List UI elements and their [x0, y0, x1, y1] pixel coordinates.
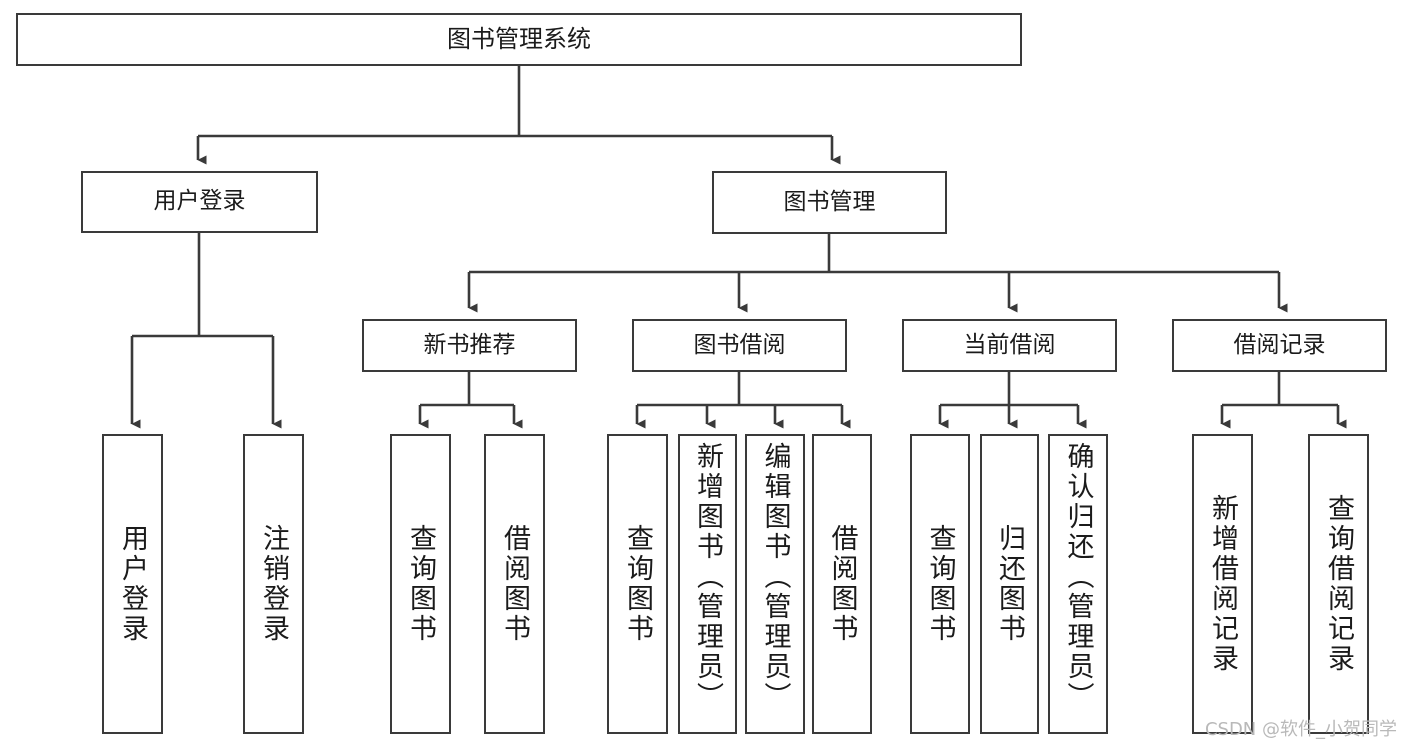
node-leaf-user-logout[interactable]: 注销登录	[243, 434, 304, 734]
node-leaf-return-book[interactable]: 归还图书	[980, 434, 1039, 734]
node-borrow-record[interactable]: 借阅记录	[1172, 319, 1387, 372]
node-leaf-query-book-borrow[interactable]: 查询图书	[607, 434, 668, 734]
node-label: 确认归还（管理员）	[1062, 442, 1094, 712]
node-label: 查询图书	[622, 524, 653, 644]
node-label: 借阅图书	[826, 524, 858, 644]
node-label: 用户登录	[153, 188, 246, 215]
node-leaf-add-record[interactable]: 新增借阅记录	[1192, 434, 1253, 734]
node-label: 借阅记录	[1233, 331, 1326, 358]
node-root-system[interactable]: 图书管理系统	[16, 13, 1022, 66]
node-label: 用户登录	[117, 524, 148, 644]
node-label: 借阅图书	[499, 524, 530, 644]
node-label: 新增借阅记录	[1207, 494, 1238, 674]
node-new-book-recommend[interactable]: 新书推荐	[362, 319, 577, 372]
node-leaf-user-login[interactable]: 用户登录	[102, 434, 163, 734]
node-label: 查询借阅记录	[1323, 494, 1354, 674]
node-label: 图书借阅	[693, 331, 786, 358]
node-book-manage[interactable]: 图书管理	[712, 171, 947, 234]
node-label: 新增图书（管理员）	[692, 442, 723, 712]
node-label: 图书管理	[783, 188, 876, 215]
node-label: 编辑图书（管理员）	[759, 442, 791, 712]
watermark-text: CSDN @软件_小贺同学	[1204, 719, 1397, 740]
node-leaf-borrow-book-recommend[interactable]: 借阅图书	[484, 434, 545, 734]
node-leaf-query-record[interactable]: 查询借阅记录	[1308, 434, 1369, 734]
node-leaf-borrow-book[interactable]: 借阅图书	[812, 434, 872, 734]
node-leaf-query-book-current[interactable]: 查询图书	[910, 434, 970, 734]
node-label: 归还图书	[994, 524, 1025, 644]
node-current-borrow[interactable]: 当前借阅	[902, 319, 1117, 372]
node-leaf-confirm-return[interactable]: 确认归还（管理员）	[1048, 434, 1108, 734]
node-label: 注销登录	[258, 524, 289, 644]
node-leaf-query-book-recommend[interactable]: 查询图书	[390, 434, 451, 734]
node-label: 新书推荐	[423, 331, 516, 358]
node-label: 查询图书	[924, 524, 956, 644]
node-leaf-add-book[interactable]: 新增图书（管理员）	[678, 434, 737, 734]
node-label: 当前借阅	[963, 331, 1056, 358]
node-label: 图书管理系统	[447, 25, 591, 54]
node-user-login[interactable]: 用户登录	[81, 171, 318, 233]
node-leaf-edit-book[interactable]: 编辑图书（管理员）	[745, 434, 805, 734]
node-label: 查询图书	[405, 524, 436, 644]
node-book-borrow[interactable]: 图书借阅	[632, 319, 847, 372]
